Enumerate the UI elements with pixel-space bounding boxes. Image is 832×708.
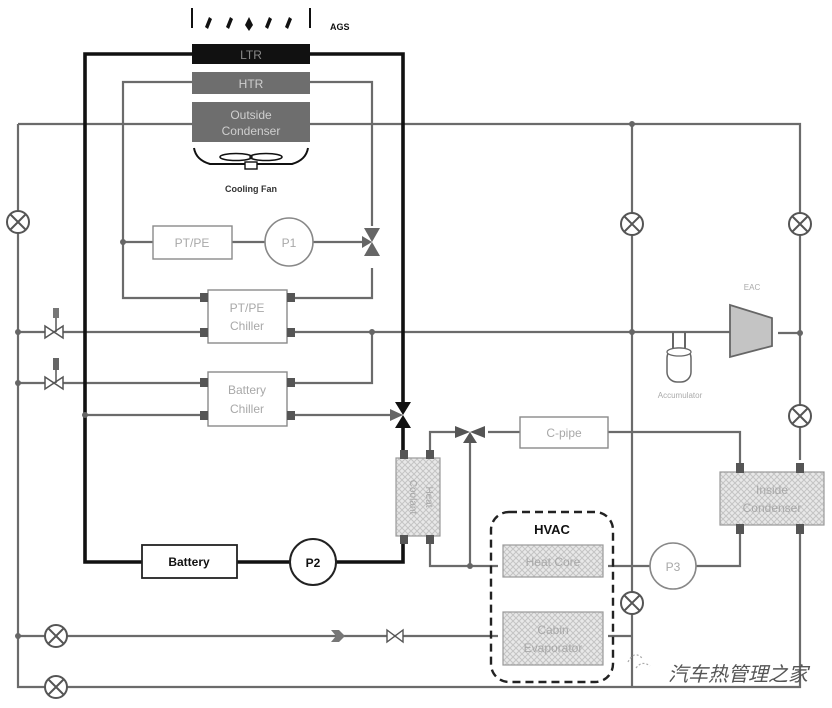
- coolant-three-way-valve-icon: [390, 402, 411, 428]
- svg-text:P3: P3: [666, 560, 681, 574]
- svg-text:Battery: Battery: [168, 555, 210, 569]
- htr-loop-left: [121, 80, 205, 300]
- svg-text:Battery: Battery: [228, 383, 266, 397]
- ref-left-outer-line: [16, 124, 802, 689]
- expansion-valve-icon: [386, 628, 404, 644]
- svg-text:Evaporator: Evaporator: [524, 641, 583, 655]
- svg-text:Heat Core: Heat Core: [526, 555, 581, 569]
- refrigerant-three-way-valve-icon: [455, 426, 485, 443]
- svg-text:Condenser: Condenser: [222, 124, 281, 138]
- coolant-lines: [83, 52, 405, 564]
- svg-text:EAC: EAC: [744, 283, 761, 292]
- svg-text:Heat: Heat: [423, 486, 434, 507]
- accumulator: Accumulator: [658, 332, 703, 400]
- bat-chiller-ref-out: [290, 332, 374, 385]
- svg-text:汽车热管理之家: 汽车热管理之家: [668, 662, 811, 686]
- shutoff-valve-icon: [788, 212, 812, 236]
- svg-text:C-pipe: C-pipe: [546, 426, 582, 440]
- ags-shutter: AGS: [191, 8, 350, 32]
- ref-top-line: [18, 122, 802, 333]
- shutoff-valve-icon: [788, 404, 812, 428]
- svg-text:Coolant: Coolant: [407, 480, 418, 515]
- ltr-loop-left: [83, 52, 192, 564]
- hvac-module: HVAC: [489, 510, 615, 684]
- battery-box: Battery: [141, 544, 238, 579]
- chiller-return-line: [290, 268, 374, 300]
- shutoff-valve-icon: [620, 212, 644, 236]
- pt-pe-box: PT/PE: [152, 225, 233, 260]
- shutoff-valve-icon: [44, 624, 68, 648]
- junctions: [15, 121, 803, 639]
- htr-loop-right: [310, 80, 374, 226]
- hvac-label: HVAC: [534, 522, 570, 537]
- pump-p1: P1: [264, 217, 314, 267]
- svg-text:Chiller: Chiller: [230, 402, 264, 416]
- shutoff-valve-icon: [44, 675, 68, 699]
- expansion-valve-icon: [44, 308, 64, 340]
- watermark: 汽车热管理之家: [627, 654, 811, 686]
- ags-label: AGS: [330, 22, 350, 32]
- expansion-valve-icon: [44, 358, 64, 391]
- ltr-loop-right: [310, 52, 405, 402]
- ltr-radiator: LTR: [192, 44, 310, 64]
- heat-core: Heat Core: [502, 544, 604, 578]
- battery-chiller: Battery Chiller: [200, 371, 295, 427]
- svg-text:P1: P1: [282, 236, 297, 250]
- svg-text:Accumulator: Accumulator: [658, 391, 703, 400]
- htr-radiator: HTR: [192, 72, 310, 94]
- compressor: EAC: [729, 283, 773, 359]
- outside-condenser: Outside Condenser: [192, 102, 310, 142]
- battery-loop-bottom: [237, 540, 405, 564]
- svg-text:Condenser: Condenser: [743, 501, 802, 515]
- cabin-evaporator: Cabin Evaporator: [502, 611, 604, 666]
- three-way-valve-icon: [362, 228, 380, 256]
- c-pipe-box: C-pipe: [519, 416, 609, 449]
- check-valve-icon: [331, 630, 345, 642]
- inside-condenser: Inside Condenser: [719, 463, 825, 534]
- shutoff-valve-icon: [620, 591, 644, 615]
- pump-p2: P2: [289, 538, 337, 586]
- svg-text:Chiller: Chiller: [230, 319, 264, 333]
- pt-pe-chiller: PT/PE Chiller: [200, 289, 295, 344]
- compressor-out-line: [778, 331, 802, 460]
- svg-text:PT/PE: PT/PE: [175, 236, 210, 250]
- svg-text:PT/PE: PT/PE: [230, 301, 265, 315]
- svg-text:P2: P2: [306, 556, 321, 570]
- cooling-fan-label: Cooling Fan: [225, 184, 277, 194]
- heater-core-loop: [428, 520, 742, 568]
- svg-text:Outside: Outside: [230, 108, 272, 122]
- pump-p3: P3: [649, 542, 697, 590]
- c-pipe-line: [428, 430, 742, 465]
- svg-text:LTR: LTR: [240, 48, 262, 62]
- refrigerant-lines: [16, 80, 802, 689]
- shutoff-valve-icon: [6, 210, 30, 234]
- svg-text:Cabin: Cabin: [537, 623, 568, 637]
- cooling-fan-icon: Cooling Fan: [193, 147, 309, 194]
- coolant-heater: Coolant Heat: [395, 450, 441, 544]
- svg-text:HTR: HTR: [239, 77, 264, 91]
- wechat-icon: [627, 654, 651, 669]
- svg-text:Inside: Inside: [756, 483, 788, 497]
